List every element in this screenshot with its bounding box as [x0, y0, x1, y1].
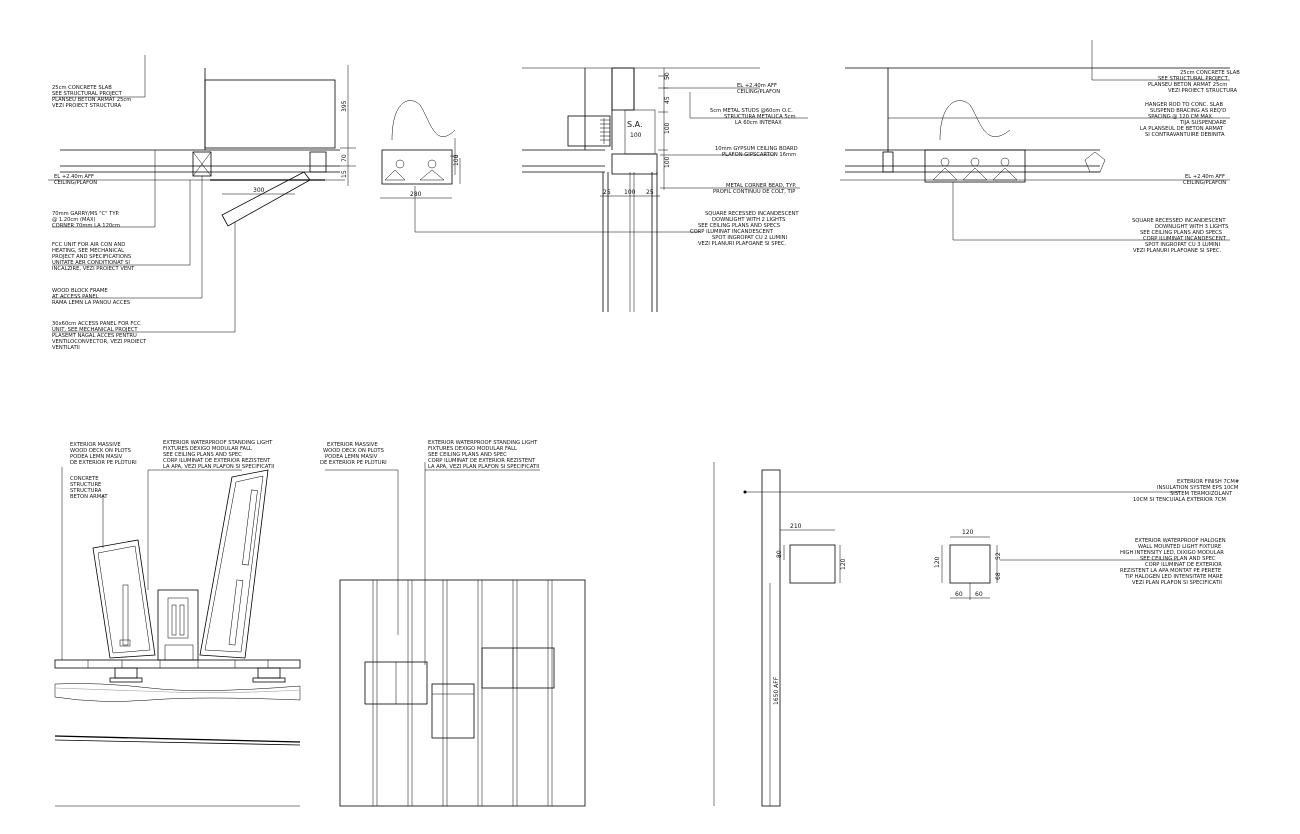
light-box-2 — [431, 683, 475, 739]
dim-80: 80 — [776, 550, 783, 558]
dim-45: 45 — [664, 96, 671, 104]
deck-plan-outline — [339, 579, 586, 807]
dim-210: 210 — [790, 523, 802, 530]
dim-1650: 1650 AFF — [773, 676, 780, 705]
note-fcu: FCC UNIT FOR AIR CON AND HEATING, SEE ME… — [52, 242, 135, 272]
dim-100-v2: 100 — [664, 156, 671, 168]
wall-section — [761, 469, 781, 807]
dim-280: 280 — [410, 191, 422, 198]
wood-frame — [309, 151, 327, 173]
dim-100-fixture: 100 — [453, 154, 460, 166]
dim-60-left: 60 — [955, 591, 963, 598]
center-light-box — [157, 589, 199, 661]
dim-300: 300 — [253, 187, 265, 194]
note-wood-deck-5: EXTERIOR MASSIVE WOOD DECK ON PLOTS PODE… — [320, 442, 387, 466]
wall-light-side — [789, 544, 836, 584]
wall-light — [1084, 151, 1106, 173]
detail-3-ceiling-section: 25cm CONCRETE SLAB SEE STRUCTURAL PROJEC… — [840, 40, 1241, 254]
flex-cable — [391, 100, 456, 141]
note-standing-light-5: EXTERIOR WATERPROOF STANDING LIGHT FIXTU… — [428, 440, 540, 470]
dim-120-left: 120 — [934, 556, 941, 568]
note-slab-3: 25cm CONCRETE SLAB SEE STRUCTURAL PROJEC… — [1148, 70, 1241, 94]
note-concrete-structure: CONCRETE STRUCTURE STRUCTURA BETON ARMAT — [70, 476, 108, 500]
note-corner-bead: METAL CORNER BEAD, TYP. PROFIL CONTINUU … — [713, 183, 798, 195]
note-standing-light-4: EXTERIOR WATERPROOF STANDING LIGHT FIXTU… — [163, 440, 275, 470]
access-panel-open — [221, 171, 311, 227]
detail-4-deck-section: EXTERIOR MASSIVE WOOD DECK ON PLOTS PODE… — [54, 440, 301, 807]
note-hanger: HANGER ROD TO CONC. SLAB SUSPEND BRACING… — [1140, 102, 1228, 138]
dim-120-side: 120 — [840, 558, 847, 570]
detail-6-wall-light: 210 80 120 1650 AFF 120 120 52 68 60 60 … — [713, 462, 1241, 807]
metal-stud-box — [567, 115, 611, 147]
standing-light-right — [199, 469, 269, 659]
dim-120-top: 120 — [962, 529, 974, 536]
note-gypsum-board: 10mm GYPSUM CEILING BOARD PLAFON GIPSCAR… — [715, 146, 799, 158]
dim-25-left: 25 — [603, 189, 611, 196]
dim-100-bottom: 100 — [624, 189, 636, 196]
detail-2-wall-junction: S.A. 100 25 100 25 50 45 100 100 EL +2.4… — [380, 67, 808, 312]
dim-70: 70 — [341, 154, 348, 162]
concrete-base — [54, 683, 301, 702]
wall-light-front — [949, 544, 991, 584]
note-access-panel: 30x60cm ACCESS PANEL FOR FCC UNIT, SEE M… — [52, 321, 148, 351]
note-halogen-light: EXTERIOR WATERPROOF HALOGEN WALL MOUNTED… — [1120, 538, 1227, 586]
detail-1-access-panel-section: 395 70 15 300 25cm CONCRETE SLAB SEE STR… — [48, 55, 700, 351]
standing-light-left — [92, 539, 156, 659]
note-frame: WOOD BLOCK FRAME AT ACCESS PANEL RAMA LE… — [52, 288, 130, 306]
light-box-3 — [481, 647, 555, 689]
dim-52: 52 — [995, 552, 1002, 560]
note-metal-studs: 5cm METAL STUDS @60cm O.C. STRUCTURA MET… — [710, 108, 797, 126]
note-slab: 25cm CONCRETE SLAB SEE STRUCTURAL PROJEC… — [52, 85, 133, 109]
detail-5-deck-plan: EXTERIOR MASSIVE WOOD DECK ON PLOTS PODE… — [320, 440, 586, 807]
dim-68: 68 — [995, 572, 1002, 580]
note-exterior-finish: EXTERIOR FINISH 7CM# INSULATION SYSTEM E… — [1133, 479, 1241, 503]
sa-label: S.A. — [627, 120, 643, 129]
top-track — [611, 67, 635, 111]
deck-boards — [54, 659, 301, 669]
note-garry: 70mm GARRY/MS "C" TYP. @ 1.20cm (MAX) CO… — [52, 211, 121, 229]
note-el-3: EL +2.40m AFF CEILING/PLAFON — [1183, 174, 1227, 186]
dim-100-v1: 100 — [664, 122, 671, 134]
dim-15: 15 — [341, 170, 348, 178]
note-downlight-3: SQUARE RECESSED INCANDESCENT DOWNLIGHT W… — [1132, 218, 1230, 254]
note-wood-deck: EXTERIOR MASSIVE WOOD DECK ON PLOTS PODE… — [70, 442, 137, 466]
note-ceiling-level: EL +2.40m AFF CEILING/PLAFON — [54, 174, 97, 186]
dim-25-right: 25 — [646, 189, 654, 196]
note-downlight-2: SQUARE RECESSED INCANDESCENT DOWNLIGHT W… — [690, 211, 800, 247]
recessed-light-fixture — [381, 149, 453, 185]
dim-100-top: 100 — [630, 132, 642, 139]
recessed-light-3 — [924, 149, 1026, 183]
plot-support — [114, 667, 138, 679]
slab-outline — [204, 79, 336, 149]
plot-support — [257, 667, 281, 679]
dim-60-right: 60 — [975, 591, 983, 598]
dim-395: 395 — [341, 100, 348, 112]
note-el-ceiling: EL +2.40m AFF CEILING/PLAFON — [737, 83, 780, 95]
